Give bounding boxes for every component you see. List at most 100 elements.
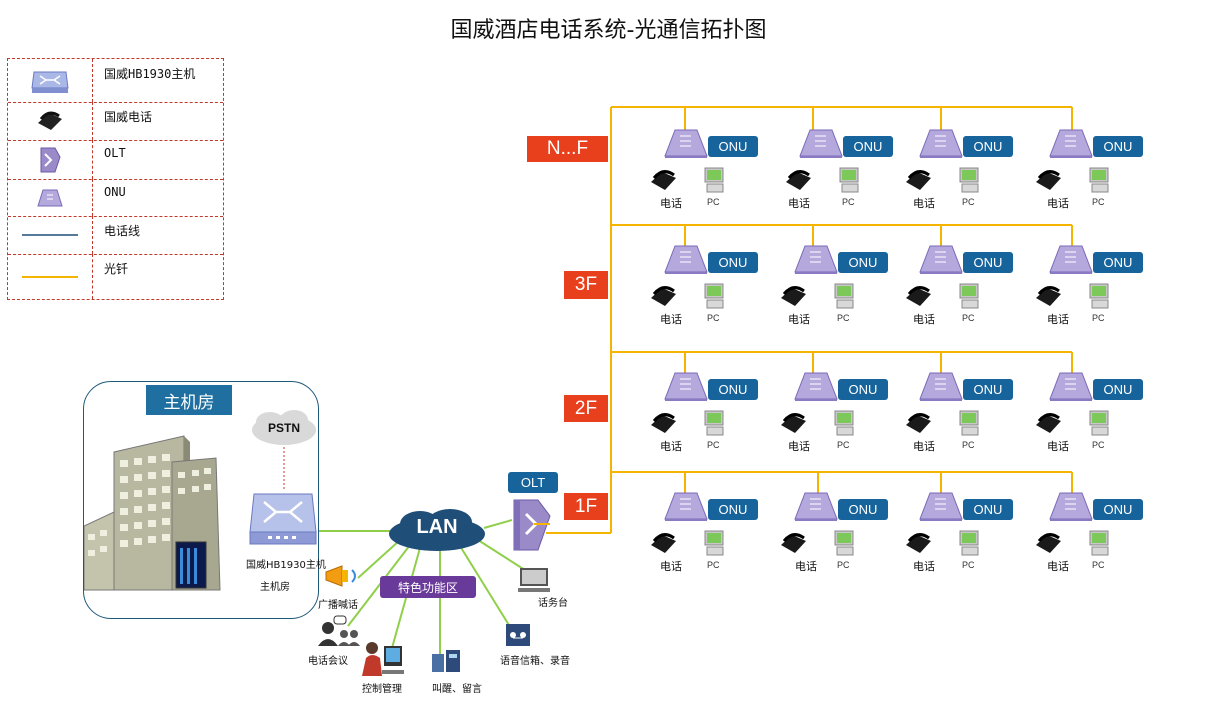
phone-label: 电话 bbox=[913, 560, 935, 573]
phone-label: 电话 bbox=[913, 197, 935, 210]
pbx-switch-icon bbox=[249, 493, 317, 545]
phone-label: 电话 bbox=[1047, 313, 1069, 326]
pc-label: PC bbox=[707, 313, 720, 323]
floor-label-3f: 3F bbox=[564, 271, 608, 299]
onu-badge: ONU bbox=[843, 136, 893, 157]
onu-icon bbox=[919, 492, 963, 521]
main-room-box bbox=[83, 381, 319, 619]
main-room-label: 主机房 bbox=[146, 385, 232, 415]
control-label: 控制管理 bbox=[362, 684, 402, 695]
legend-row: 国威电话 bbox=[8, 102, 223, 141]
onu-icon bbox=[919, 245, 963, 274]
onu-badge: ONU bbox=[963, 379, 1013, 400]
lan-links bbox=[318, 519, 529, 655]
lan-cloud-icon bbox=[389, 509, 485, 551]
pc-icon bbox=[959, 410, 979, 436]
pc-icon bbox=[959, 167, 979, 193]
onu-badge: ONU bbox=[1093, 136, 1143, 157]
fiber-line-icon bbox=[22, 275, 78, 278]
switch-icon bbox=[31, 71, 69, 93]
pc-icon bbox=[1089, 167, 1109, 193]
onu-icon bbox=[919, 129, 963, 158]
floor-label-1f: 1F bbox=[564, 493, 608, 520]
pc-icon bbox=[704, 283, 724, 309]
pc-label: PC bbox=[1092, 313, 1105, 323]
pc-label: PC bbox=[962, 560, 975, 570]
pc-label: PC bbox=[837, 560, 850, 570]
pc-label: PC bbox=[1092, 197, 1105, 207]
phone-icon bbox=[651, 286, 676, 306]
legend-row: ONU bbox=[8, 179, 223, 217]
pc-label: PC bbox=[1092, 560, 1105, 570]
feature-zone-badge: 特色功能区 bbox=[380, 576, 476, 598]
onu-badge: ONU bbox=[1093, 252, 1143, 273]
olt-badge: OLT bbox=[508, 472, 558, 493]
phone-icon bbox=[786, 170, 811, 190]
pc-label: PC bbox=[962, 440, 975, 450]
phone-label: 电话 bbox=[660, 440, 682, 453]
legend-label: OLT bbox=[104, 146, 126, 160]
pc-label: PC bbox=[962, 197, 975, 207]
fiber-lines bbox=[546, 106, 1073, 534]
phone-icon bbox=[781, 533, 806, 553]
phone-icon bbox=[1036, 413, 1061, 433]
building-icon bbox=[84, 435, 221, 591]
pc-label: PC bbox=[707, 197, 720, 207]
conference-label: 电话会议 bbox=[308, 656, 348, 667]
pc-icon bbox=[834, 410, 854, 436]
pc-icon bbox=[704, 530, 724, 556]
lan-label: LAN bbox=[416, 516, 458, 538]
phone-label: 电话 bbox=[913, 313, 935, 326]
onu-badge: ONU bbox=[838, 499, 888, 520]
onu-icon bbox=[919, 372, 963, 401]
onu-icon bbox=[37, 189, 63, 206]
onu-badge: ONU bbox=[1093, 379, 1143, 400]
legend-label: 国威电话 bbox=[104, 110, 153, 124]
pc-label: PC bbox=[837, 313, 850, 323]
control-management-icon bbox=[362, 642, 404, 676]
legend-row: OLT bbox=[8, 140, 223, 180]
onu-badge: ONU bbox=[708, 252, 758, 273]
phone-label: 电话 bbox=[1047, 560, 1069, 573]
phone-label: 电话 bbox=[788, 313, 810, 326]
onu-badge: ONU bbox=[1093, 499, 1143, 520]
phone-line-icon bbox=[22, 234, 78, 236]
onu-icon bbox=[664, 492, 708, 521]
conference-icon bbox=[318, 615, 360, 646]
onu-icon bbox=[664, 245, 708, 274]
pc-icon bbox=[834, 283, 854, 309]
olt-icon bbox=[40, 147, 61, 172]
onu-icon bbox=[1049, 245, 1093, 274]
pc-icon bbox=[1089, 283, 1109, 309]
legend-row: 电话线 bbox=[8, 216, 223, 255]
onu-icon bbox=[1049, 129, 1093, 158]
phone-icon bbox=[651, 533, 676, 553]
phone-label: 电话 bbox=[660, 313, 682, 326]
onu-badge: ONU bbox=[708, 136, 758, 157]
broadcast-label: 广播喊话 bbox=[318, 600, 358, 611]
pc-icon bbox=[704, 167, 724, 193]
phone-label: 电话 bbox=[795, 560, 817, 573]
onu-icon bbox=[664, 372, 708, 401]
floor-label-2f: 2F bbox=[564, 395, 608, 422]
legend-label: 光钎 bbox=[104, 262, 129, 276]
voicemail-icon bbox=[506, 624, 530, 646]
pc-label: PC bbox=[962, 313, 975, 323]
legend: 国威HB1930主机 国威电话 OLT ONU bbox=[7, 58, 224, 300]
phone-icon bbox=[1036, 533, 1061, 553]
onu-icon bbox=[664, 129, 708, 158]
phone-icon bbox=[1036, 170, 1061, 190]
onu-icon bbox=[1049, 372, 1093, 401]
phone-icon bbox=[906, 413, 931, 433]
phone-label: 电话 bbox=[1047, 440, 1069, 453]
phone-icon bbox=[781, 286, 806, 306]
legend-label: 国威HB1930主机 bbox=[104, 67, 196, 81]
phone-icon bbox=[906, 286, 931, 306]
phone-label: 电话 bbox=[913, 440, 935, 453]
pc-label: PC bbox=[837, 440, 850, 450]
pstn-label: PSTN bbox=[267, 421, 300, 435]
pc-icon bbox=[959, 283, 979, 309]
phone-icon bbox=[651, 170, 676, 190]
pc-label: PC bbox=[707, 440, 720, 450]
